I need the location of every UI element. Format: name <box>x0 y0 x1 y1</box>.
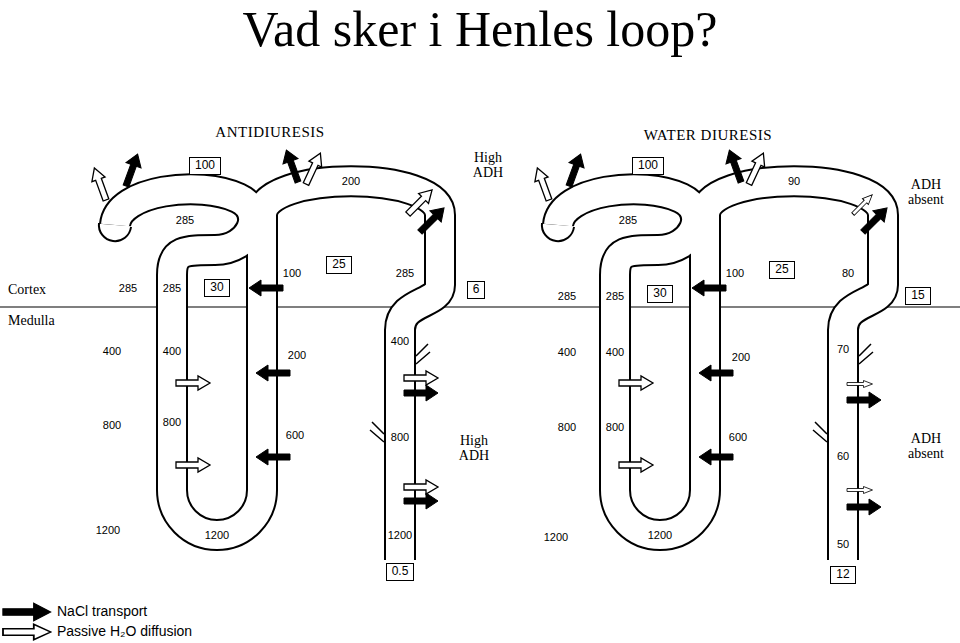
flow-value: 25 <box>332 257 345 271</box>
osmolality-value: 285 <box>176 214 194 226</box>
osmolality-value: 1200 <box>96 524 120 536</box>
flow-value: 15 <box>911 288 924 302</box>
osmolality-value: 285 <box>558 290 576 302</box>
osmolality-value: 70 <box>837 343 849 355</box>
flow-box: 100 <box>189 157 221 175</box>
osmolality-value: 1200 <box>388 529 412 541</box>
osmolality-value: 90 <box>788 175 800 187</box>
osmolality-value: 285 <box>606 290 624 302</box>
osmolality-value: 100 <box>283 267 301 279</box>
osmolality-value: 60 <box>837 450 849 462</box>
legend-text: Passive H₂O diffusion <box>57 624 192 639</box>
legend-samples <box>3 603 51 640</box>
page-title: Vad sker i Henles loop? <box>243 2 718 57</box>
flow-value: 30 <box>210 280 223 294</box>
osmolality-value: 800 <box>163 416 181 428</box>
osmolality-value: 285 <box>163 282 181 294</box>
flow-box: 30 <box>204 279 229 297</box>
region-label: ADH absent <box>898 177 954 208</box>
legend-text: NaCl transport <box>57 604 147 619</box>
osmolality-value: 200 <box>288 349 306 361</box>
osmolality-value: 400 <box>103 345 121 357</box>
osmolality-value: 285 <box>619 214 637 226</box>
osmolality-value: 1200 <box>544 531 568 543</box>
flow-value: 100 <box>195 158 215 172</box>
flow-box: 0.5 <box>386 563 415 581</box>
region-label: ADH absent <box>898 431 954 462</box>
flow-box: 100 <box>632 157 664 175</box>
region-label: Cortex <box>8 282 46 297</box>
flow-box: 30 <box>647 285 672 303</box>
osmolality-value: 285 <box>119 282 137 294</box>
osmolality-value: 400 <box>606 346 624 358</box>
flow-value: 0.5 <box>392 564 409 578</box>
region-label: High ADH <box>452 433 496 464</box>
osmolality-value: 200 <box>342 175 360 187</box>
osmolality-value: 1200 <box>205 529 229 541</box>
osmolality-value: 200 <box>732 351 750 363</box>
region-label: Medulla <box>8 313 55 328</box>
osmolality-value: 600 <box>729 431 747 443</box>
panel-heading: WATER DIURESIS <box>644 127 772 144</box>
nephron-antidiuresis <box>88 147 450 562</box>
osmolality-value: 400 <box>391 335 409 347</box>
flow-value: 25 <box>775 262 788 276</box>
nephron-water-diuresis <box>531 147 893 562</box>
flow-box: 25 <box>326 256 351 274</box>
region-label: High ADH <box>466 150 510 181</box>
osmolality-value: 800 <box>606 421 624 433</box>
osmolality-value: 800 <box>103 419 121 431</box>
osmolality-value: 50 <box>837 538 849 550</box>
flow-box: 6 <box>467 281 486 299</box>
osmolality-value: 600 <box>286 429 304 441</box>
osmolality-value: 800 <box>558 421 576 433</box>
flow-value: 12 <box>836 567 849 581</box>
flow-box: 25 <box>769 261 794 279</box>
osmolality-value: 400 <box>558 346 576 358</box>
panel-heading: ANTIDIURESIS <box>215 124 324 141</box>
osmolality-value: 1200 <box>648 529 672 541</box>
flow-value: 30 <box>653 286 666 300</box>
osmolality-value: 400 <box>163 345 181 357</box>
flow-value: 100 <box>638 158 658 172</box>
osmolality-value: 800 <box>391 431 409 443</box>
cortex-medulla-line <box>0 306 960 307</box>
flow-value: 6 <box>473 282 480 296</box>
osmolality-value: 100 <box>726 267 744 279</box>
flow-box: 15 <box>905 287 930 305</box>
osmolality-value: 285 <box>396 267 414 279</box>
flow-box: 12 <box>830 566 855 584</box>
osmolality-value: 80 <box>842 267 854 279</box>
